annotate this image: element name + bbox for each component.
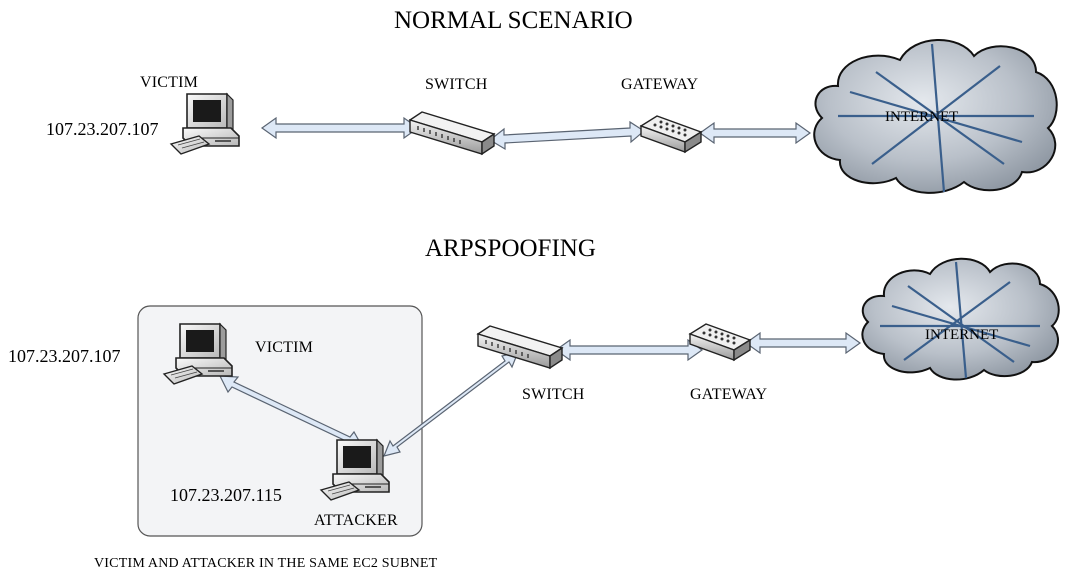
attacker-label: ATTACKER [314, 512, 398, 529]
gateway-label: GATEWAY [621, 76, 699, 93]
victim-ip: 107.23.207.107 [8, 346, 121, 366]
subnet-caption: VICTIM AND ATTACKER IN THE SAME EC2 SUBN… [94, 556, 438, 571]
arrow-gateway-internet-bottom [744, 331, 862, 355]
victim-label: VICTIM [255, 339, 314, 356]
internet-label: INTERNET [925, 327, 999, 343]
normal-scenario-title: NORMAL SCENARIO [394, 7, 633, 34]
arrow-gateway-internet-top [698, 121, 812, 145]
attacker-ip: 107.23.207.115 [170, 485, 282, 505]
gateway-icon [689, 323, 751, 361]
gateway-label: GATEWAY [690, 386, 768, 403]
arrow-victim-switch-top [260, 116, 420, 140]
switch-icon [477, 325, 563, 369]
switch-icon [409, 111, 495, 155]
victim-computer-icon [170, 93, 240, 155]
arrow-switch-gateway-top [488, 120, 646, 151]
internet-cloud-icon [861, 257, 1060, 381]
switch-label: SWITCH [425, 76, 488, 93]
gateway-icon [640, 115, 702, 153]
arpspoofing-title: ARPSPOOFING [425, 235, 596, 262]
arrow-switch-gateway-bottom [554, 338, 704, 362]
internet-label: INTERNET [885, 109, 959, 125]
switch-label: SWITCH [522, 386, 585, 403]
victim-ip: 107.23.207.107 [46, 119, 159, 139]
victim-label: VICTIM [140, 74, 199, 91]
internet-cloud-icon [813, 39, 1058, 194]
